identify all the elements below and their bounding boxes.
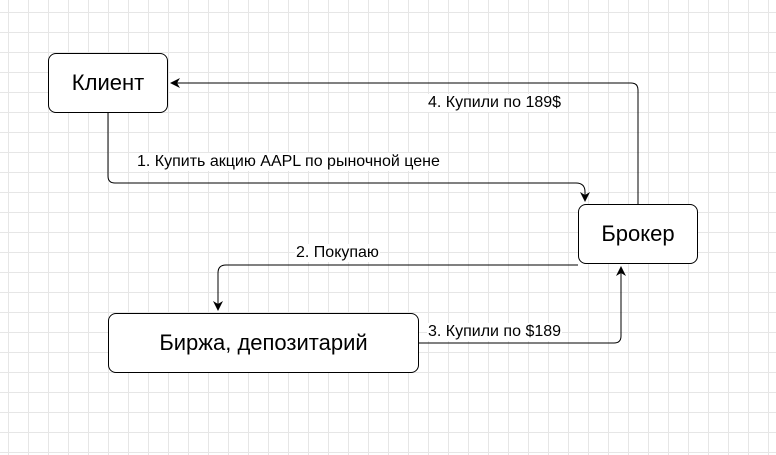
edge-label-step2: 2. Покупаю (295, 244, 380, 262)
connector-broker-to-client (170, 78, 639, 204)
client-node[interactable]: Клиент (48, 53, 168, 113)
exchange-node[interactable]: Биржа, депозитарий (108, 313, 419, 373)
edge-label-step3: 3. Купили по $189 (427, 323, 563, 341)
client-node-label: Клиент (71, 70, 145, 95)
connector-exchange-to-broker (419, 266, 626, 344)
broker-node[interactable]: Брокер (578, 204, 698, 264)
exchange-node-label: Биржа, депозитарий (159, 330, 368, 355)
connector-client-to-broker (107, 113, 590, 202)
broker-node-label: Брокер (601, 221, 675, 246)
edge-label-step4: 4. Купили по 189$ (427, 94, 563, 112)
edge-label-step1: 1. Купить акцию AAPL по рыночной цене (136, 153, 441, 171)
connector-broker-to-exchange (213, 264, 578, 311)
